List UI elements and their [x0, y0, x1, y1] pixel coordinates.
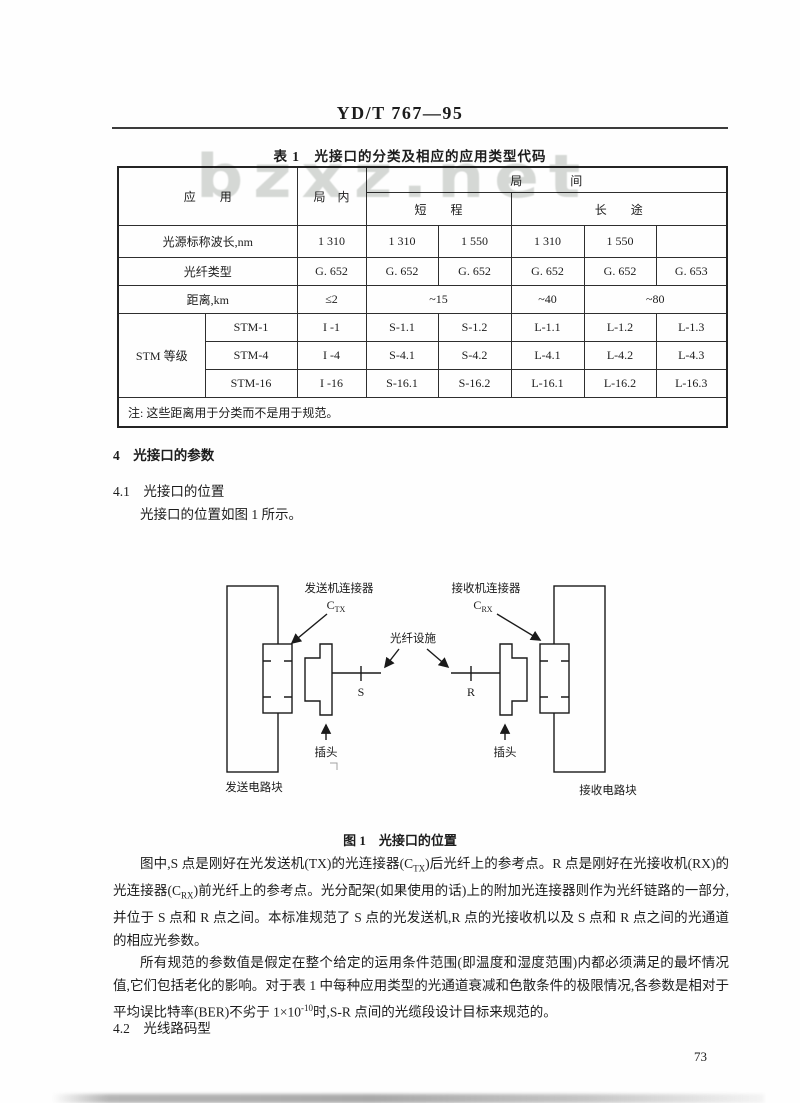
- stm-level: STM-1: [204, 313, 298, 342]
- cell: [655, 225, 728, 258]
- crx-label: CRX: [473, 598, 492, 614]
- rx-connector-label: 接收机连接器: [452, 581, 521, 595]
- classification-table: 应 用 局 内 局 间 短 程 长 途 光源标称波长,nm 1 310 1 31…: [117, 166, 729, 428]
- superscript-exponent: -10: [301, 1003, 313, 1014]
- cell: L-4.2: [583, 341, 657, 370]
- figure-1-diagram: 发送机连接器 CTX 接收机连接器 CRX 光纤设施 S R 插头 插头 发送电…: [225, 581, 637, 797]
- table-title: 表 1 光接口的分类及相应的应用类型代码: [273, 149, 547, 164]
- rx-adapter-ticks: [540, 660, 569, 698]
- cell: 1 550: [437, 225, 512, 258]
- fiber-arrow-right: [426, 648, 450, 669]
- table-row-stm4: STM-4 I -4 S-4.1 S-4.2 L-4.1 L-4.2 L-4.3: [118, 341, 728, 370]
- paragraph-1: 图中,S 点是刚好在光发送机(TX)的光连接器(CTX)后光纤上的参考点。R 点…: [113, 856, 730, 948]
- rx-block-label: 接收电路块: [579, 783, 637, 797]
- header-short-haul: 短 程: [365, 192, 512, 226]
- cell: G. 652: [437, 257, 512, 286]
- table-row-distance: 距离,km ≤2 ~15 ~40 ~80: [117, 285, 728, 314]
- stm-level: STM-4: [204, 341, 298, 370]
- cell: S-1.2: [437, 313, 512, 342]
- cell: L-16.1: [510, 369, 585, 398]
- cell: S-4.1: [365, 341, 439, 370]
- cell: I -16: [296, 369, 367, 398]
- cell: 1 310: [296, 225, 367, 258]
- tx-connector-label: 发送机连接器: [305, 581, 374, 595]
- ctx-label: CTX: [327, 598, 346, 614]
- tx-connector-arrow: [290, 613, 328, 645]
- cell: S-16.2: [437, 369, 512, 398]
- section-4-1-text: 光接口的位置如图 1 所示。: [140, 507, 302, 522]
- stm-group-label: STM 等级: [117, 313, 206, 398]
- plug-label-left: 插头: [315, 745, 338, 759]
- cell: G. 652: [583, 257, 657, 286]
- scan-edge-smudge: [52, 1094, 764, 1103]
- scan-artifact: [330, 762, 338, 770]
- cell: G. 652: [296, 257, 367, 286]
- cell: I -1: [296, 313, 367, 342]
- table-row-header2: 短 程 长 途: [118, 192, 728, 226]
- stm-level: STM-16: [204, 369, 298, 398]
- cell: L-4.1: [510, 341, 585, 370]
- doc-number: YD/T 767—95: [336, 103, 464, 123]
- rx-connector-adapter: [539, 643, 570, 714]
- cell: S-4.2: [437, 341, 512, 370]
- rx-connector-arrow: [496, 613, 542, 641]
- s-point-label: S: [358, 685, 365, 699]
- tx-block-label: 发送电路块: [225, 780, 283, 794]
- cell: I -4: [296, 341, 367, 370]
- row-label: 光源标称波长,nm: [117, 225, 298, 258]
- section-heading-4: 4 光接口的参数: [113, 448, 215, 463]
- page-number: 73: [694, 1049, 707, 1064]
- cell: 1 310: [365, 225, 439, 258]
- cell: G. 652: [365, 257, 439, 286]
- section-heading-4-2: 4.2 光线路码型: [113, 1021, 211, 1036]
- section-heading-4-1: 4.1 光接口的位置: [113, 484, 225, 499]
- cell: L-16.3: [655, 369, 728, 398]
- table-row-stm1: STM 等级 STM-1 I -1 S-1.1 S-1.2 L-1.1 L-1.…: [117, 313, 728, 398]
- tx-plug: [304, 643, 333, 716]
- tx-connector-adapter: [262, 643, 293, 714]
- row-label: 光纤类型: [117, 257, 298, 286]
- cell: ≤2: [296, 285, 367, 314]
- cell: S-16.1: [365, 369, 439, 398]
- cell: ~80: [583, 285, 728, 314]
- plug-label-right: 插头: [494, 745, 517, 759]
- cell: L-1.2: [583, 313, 657, 342]
- body-paragraphs: 图中,S 点是刚好在光发送机(TX)的光连接器(CTX)后光纤上的参考点。R 点…: [113, 853, 729, 1024]
- cell: 1 310: [510, 225, 585, 258]
- cell: G. 653: [655, 257, 728, 286]
- figure-caption: 图 1 光接口的位置: [343, 833, 457, 848]
- cell: L-1.1: [510, 313, 585, 342]
- cell: 1 550: [583, 225, 657, 258]
- cell: S-1.1: [365, 313, 439, 342]
- tx-adapter-ticks: [263, 660, 292, 698]
- cell: L-4.3: [655, 341, 728, 370]
- table-row-note: 注: 这些距离用于分类而不是用于规范。: [117, 397, 728, 428]
- table-row-header1: 应 用 局 内 局 间: [117, 166, 728, 226]
- table-note: 注: 这些距离用于分类而不是用于规范。: [117, 397, 728, 428]
- cell: L-1.3: [655, 313, 728, 342]
- header-application: 应 用: [117, 166, 298, 226]
- subscript-rx: RX: [181, 890, 194, 901]
- row-label: 距离,km: [117, 285, 298, 314]
- header-intra-office: 局 内: [296, 166, 367, 226]
- table-row-fiber: 光纤类型 G. 652 G. 652 G. 652 G. 652 G. 652 …: [117, 257, 728, 286]
- header-inter-office: 局 间: [365, 166, 728, 193]
- r-point-label: R: [467, 685, 475, 699]
- header-rule: [112, 127, 728, 129]
- paragraph-2: 所有规范的参数值是假定在整个给定的运用条件范围(即温度和湿度范围)内都必须满足的…: [113, 955, 729, 1020]
- cell: ~40: [510, 285, 585, 314]
- cell: G. 652: [510, 257, 585, 286]
- table-row-stm16: STM-16 I -16 S-16.1 S-16.2 L-16.1 L-16.2…: [118, 369, 728, 398]
- cell: ~15: [365, 285, 512, 314]
- header-long-haul: 长 途: [510, 192, 728, 226]
- cell: L-16.2: [583, 369, 657, 398]
- rx-plug: [499, 643, 528, 716]
- subscript-tx: TX: [413, 863, 426, 874]
- fiber-facility-label: 光纤设施: [390, 631, 436, 645]
- table-row-wavelength: 光源标称波长,nm 1 310 1 310 1 550 1 310 1 550: [117, 225, 728, 258]
- fiber-arrow-left: [384, 648, 400, 669]
